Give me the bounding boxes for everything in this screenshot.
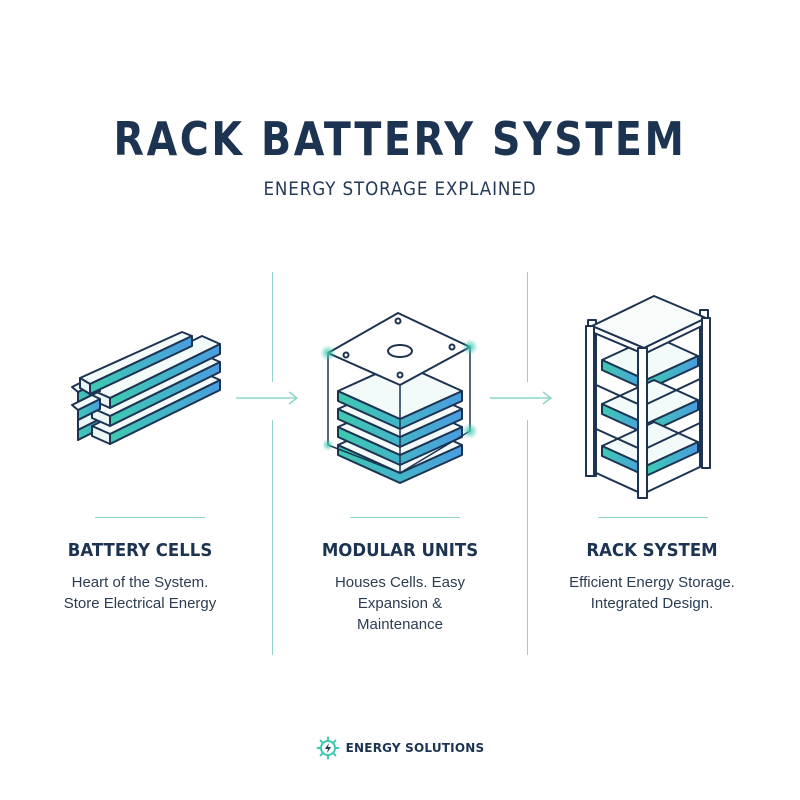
divider-left <box>272 272 273 382</box>
stage-title-rack-system: RACK SYSTEM <box>586 540 718 561</box>
divider-left-lower <box>272 420 273 655</box>
modular-unit-icon <box>320 312 478 484</box>
arrow-right-icon <box>236 391 299 405</box>
column-rule <box>598 517 708 518</box>
column-rule <box>95 517 205 518</box>
gear-bolt-icon <box>316 736 340 760</box>
column-rule <box>350 517 460 518</box>
rack-system-icon <box>585 295 711 499</box>
stage-description-battery-cells: Heart of the System. Store Electrical En… <box>63 574 217 612</box>
brand-name: ENERGY SOLUTIONS <box>345 741 485 755</box>
battery-cells-icon <box>71 331 221 445</box>
stage-title-modular-units: MODULAR UNITS <box>321 540 479 561</box>
stage-description-rack-system: Efficient Energy Storage. Integrated Des… <box>569 574 735 612</box>
page-subtitle: ENERGY STORAGE EXPLAINED <box>263 178 537 200</box>
stage-title-battery-cells: BATTERY CELLS <box>67 540 213 561</box>
arrow-right-icon <box>490 391 553 405</box>
divider-right-lower <box>527 420 528 655</box>
divider-right <box>527 272 528 382</box>
stage-description-modular-units: Houses Cells. Easy Expansion & Maintenan… <box>334 574 466 633</box>
footer-brand: ENERGY SOLUTIONS <box>0 736 800 760</box>
page-title: RACK BATTERY SYSTEM <box>113 112 687 166</box>
